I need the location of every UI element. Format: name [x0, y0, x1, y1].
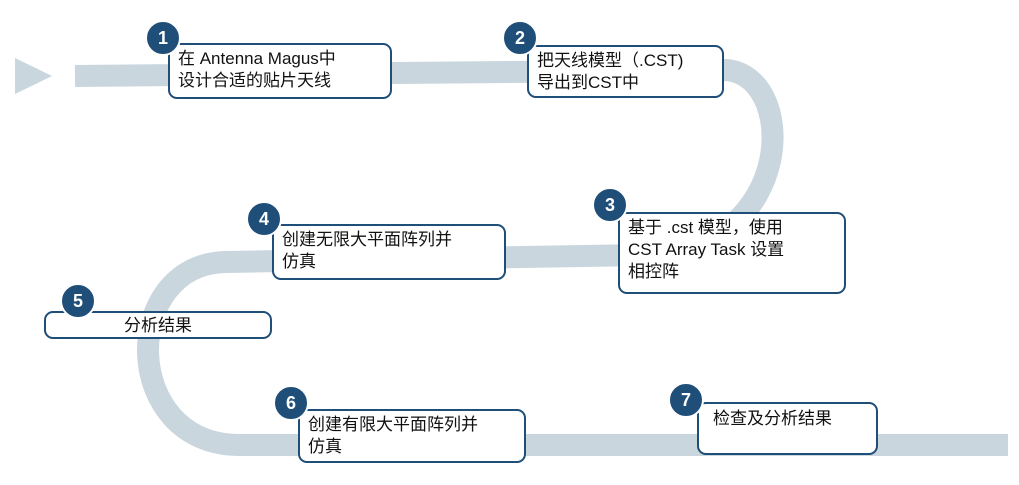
step-2-box: 把天线模型（.CST) 导出到CST中: [527, 45, 724, 98]
step-1-box: 在 Antenna Magus中 设计合适的贴片天线: [168, 43, 392, 99]
step-6-box: 创建有限大平面阵列并 仿真: [298, 409, 526, 463]
step-5-badge: 5: [60, 283, 96, 319]
step-2-badge: 2: [502, 20, 538, 56]
step-7-box: 检查及分析结果: [697, 402, 878, 455]
step-3-badge: 3: [592, 187, 628, 223]
step-3-box: 基于 .cst 模型，使用 CST Array Task 设置 相控阵: [618, 212, 846, 294]
step-6-badge: 6: [273, 385, 309, 421]
road-start-chevron-icon: [15, 58, 52, 94]
step-4-badge: 4: [246, 201, 282, 237]
step-4-box: 创建无限大平面阵列并 仿真: [272, 224, 506, 280]
road-path: [74, 59, 1008, 456]
step-1-badge: 1: [145, 20, 181, 56]
step-7-badge: 7: [668, 382, 704, 418]
